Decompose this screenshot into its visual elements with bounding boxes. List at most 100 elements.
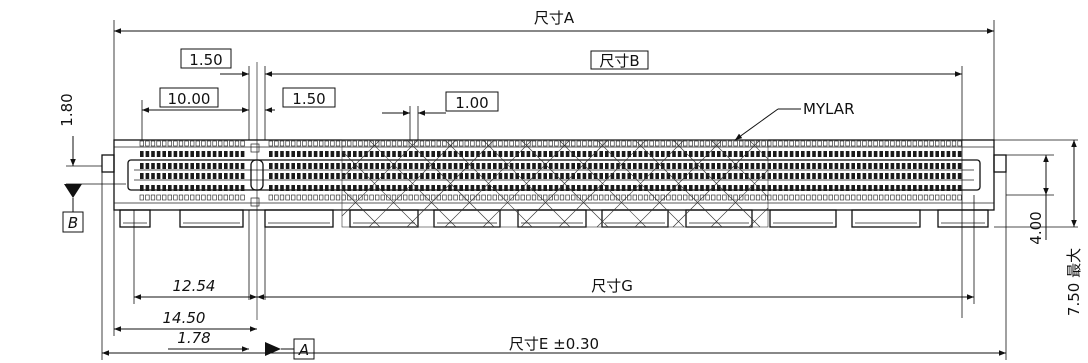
contact-pin [341,185,346,191]
contact-pin [347,185,351,191]
contact-pin [840,185,844,191]
contact-pin [313,151,318,157]
contact-pin [503,194,509,201]
contact-pin [671,194,677,201]
contact-pin [465,163,469,169]
contact-pin [615,140,621,147]
mylar-hatch [341,188,381,228]
contact-pin [834,185,839,191]
contact-pin [156,194,161,201]
contact-pin [666,185,671,191]
contact-pin [873,163,878,169]
contact-pin [420,173,424,179]
contact-pin [677,173,682,179]
contact-pin [526,163,531,169]
contact-pin [638,173,643,179]
contact-pin [179,163,183,169]
contact-pin [280,185,284,191]
contact-pin [470,185,475,191]
contact-pin [218,185,222,191]
contact-pin [459,185,463,191]
contact-pin [442,194,447,201]
contact-pin [313,194,318,201]
contact-pin [621,140,626,147]
contact-pin [795,194,800,201]
contact-pin [739,194,744,201]
standoff-foot [433,209,501,228]
contact-pin [940,194,945,201]
contact-pin [565,151,570,157]
contact-pin [867,194,873,201]
contact-pin [789,140,794,147]
contact-pin [358,151,363,157]
contact-pin [554,163,559,169]
contact-pin [224,151,228,157]
contact-pin [492,140,497,147]
contact-pin [464,140,469,147]
contact-pin [717,173,721,179]
contact-pin [408,194,413,201]
contact-pin [885,151,889,157]
contact-pin [890,194,895,201]
contact-pin [862,185,867,191]
contact-pin [812,173,816,179]
contact-pin [840,173,844,179]
dimension-a: 尺寸A [113,9,995,150]
contact-pin [465,185,469,191]
contact-pin [839,194,845,201]
contact-pin [431,173,435,179]
contact-pin [347,194,352,201]
contact-pin [700,151,704,157]
contact-pin [834,140,839,147]
contact-pin [610,173,615,179]
contact-pin [840,151,844,157]
contact-pin [773,185,777,191]
dimension-height-180: 1.80 B [58,93,126,233]
height-400-label: 4.00 [1027,211,1045,244]
contact-pin [414,151,419,157]
contact-pin [929,163,934,169]
contact-pin [767,194,772,201]
contact-pin [492,194,497,201]
contact-pin [565,163,570,169]
contact-pin [190,151,194,157]
contact-pin [923,194,929,201]
contact-pin [537,194,542,201]
contact-pin [761,173,766,179]
contact-pin [408,140,413,147]
contact-pin [386,185,391,191]
contact-pin [504,185,508,191]
contact-pin [173,163,178,169]
dimension-height-750: 7.50 最大 [1065,140,1083,316]
contact-pin [235,163,239,169]
contact-pin [487,163,491,169]
contact-pin [761,163,766,169]
mylar-hatch [520,139,609,228]
contact-pin [543,140,548,147]
contact-pin [414,185,419,191]
contact-pin [358,140,363,147]
contact-pin [683,140,688,147]
contact-pin [722,151,727,157]
mylar-hatch [710,169,769,228]
contact-pin [817,151,822,157]
contact-pin [716,194,721,201]
contact-pin [532,151,536,157]
contact-pin [627,173,631,179]
contact-pin [353,163,357,169]
contact-pin [548,140,553,147]
contact-pin [498,173,503,179]
contact-pin [291,140,296,147]
contact-pin [336,151,340,157]
contact-pin [862,140,867,147]
contact-pin [173,194,178,201]
dimension-pitch-1: 1.00 [382,91,499,140]
contact-pin [621,163,626,169]
contact-pin [778,140,783,147]
contact-pin [319,140,324,147]
contact-pin [369,194,374,201]
contact-pin [806,163,811,169]
contact-pin [325,163,329,169]
contact-pin [442,163,447,169]
contact-pin [885,173,889,179]
